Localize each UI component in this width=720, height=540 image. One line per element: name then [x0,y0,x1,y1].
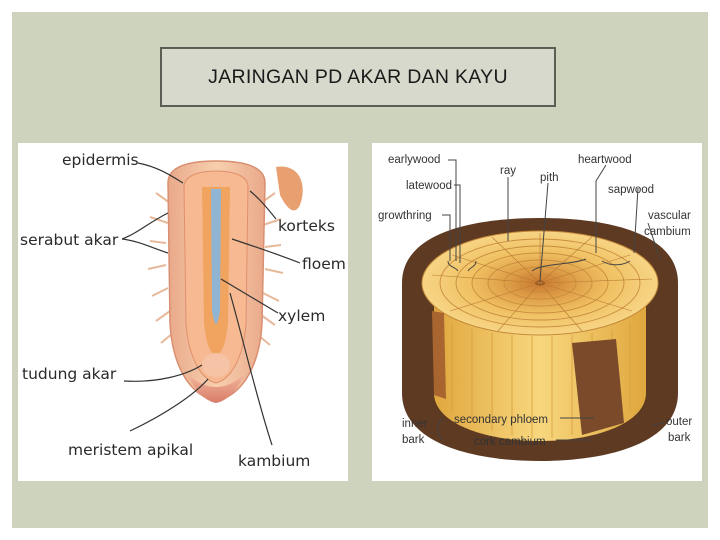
title-box: JARINGAN PD AKAR DAN KAYU [160,47,556,107]
label-cork-cambium: cork cambium [474,436,546,448]
label-kambium: kambium [238,452,310,470]
root-fragment-shape [276,166,303,210]
xylem-shape [211,189,221,325]
label-tudung-akar: tudung akar [22,365,117,383]
meristem-shape [202,353,230,377]
wood-diagram: earlywood latewood growthring ray pith h… [372,143,702,481]
label-inner-bark: bark [402,434,425,446]
label-secondary-phloem: secondary phloem [454,414,548,426]
label-meristem-apikal: meristem apikal [68,441,193,459]
label-growthring: growthring [378,210,432,222]
label-sapwood: sapwood [608,184,654,196]
label-pith: pith [540,172,559,184]
label-korteks: korteks [278,217,335,235]
label-epidermis: epidermis [62,151,139,169]
label-outer-bark: bark [668,432,691,444]
label-inner: inner [402,418,428,430]
label-vascular: vascular [648,210,691,222]
label-xylem: xylem [278,307,325,325]
label-latewood: latewood [406,180,452,192]
label-cambium: cambium [644,226,691,238]
root-diagram: epidermis serabut akar korteks floem xyl… [18,143,348,481]
label-earlywood: earlywood [388,154,440,166]
label-ray: ray [500,165,516,177]
page-title: JARINGAN PD AKAR DAN KAYU [208,66,508,89]
inner-bark-cutaway-shape [432,311,446,399]
wood-diagram-panel: earlywood latewood growthring ray pith h… [372,143,702,481]
label-serabut-akar: serabut akar [20,231,119,249]
label-heartwood: heartwood [578,154,632,166]
label-floem: floem [302,255,346,273]
root-diagram-panel: epidermis serabut akar korteks floem xyl… [18,143,348,481]
label-outer: outer [666,416,692,428]
